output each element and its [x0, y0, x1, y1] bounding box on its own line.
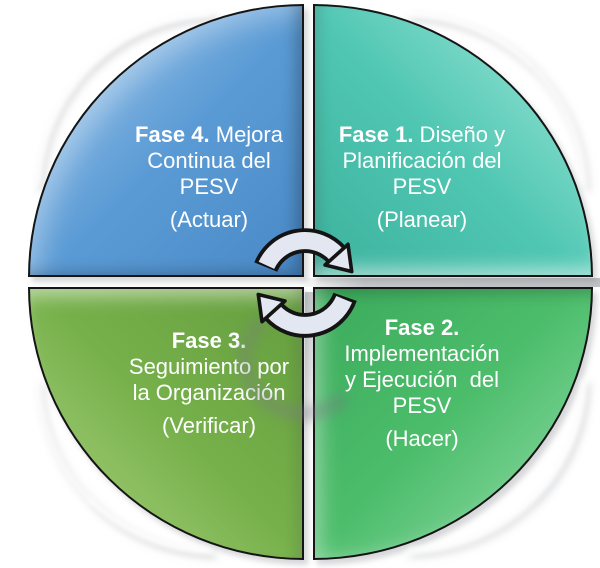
- cycle-arrows-icon: [254, 228, 357, 338]
- quadrant-text-line: Fase 4. Mejora: [135, 122, 283, 147]
- quadrant-text-line: Fase 3.: [171, 328, 247, 353]
- quadrant-text-line: PESV: [392, 393, 452, 418]
- quadrant-text-line: Implementación: [344, 341, 500, 366]
- horizontal-gap-shadow: [298, 278, 600, 287]
- quadrant-text-line: PESV: [179, 174, 239, 199]
- quadrant-subtitle: (Verificar): [161, 413, 257, 438]
- quadrant-text-line: Seguimiento por: [128, 354, 290, 379]
- quadrant-subtitle: (Hacer): [385, 426, 459, 451]
- quadrant-text-line: PESV: [392, 174, 452, 199]
- quadrant-subtitle: (Planear): [376, 207, 468, 232]
- quadrant-text-line: la Organización: [132, 380, 286, 405]
- quadrant-text-line: Fase 1. Diseño y: [338, 122, 506, 147]
- quadrant-text-line: y Ejecución del: [344, 367, 500, 392]
- quadrant-subtitle: (Actuar): [169, 207, 249, 232]
- quadrant-text-line: Continua del: [147, 148, 271, 173]
- quadrant-text-line: Planificación del: [342, 148, 502, 173]
- quadrant-text-line: Fase 2.: [384, 315, 460, 340]
- vertical-gap-shadow: [305, 292, 313, 447]
